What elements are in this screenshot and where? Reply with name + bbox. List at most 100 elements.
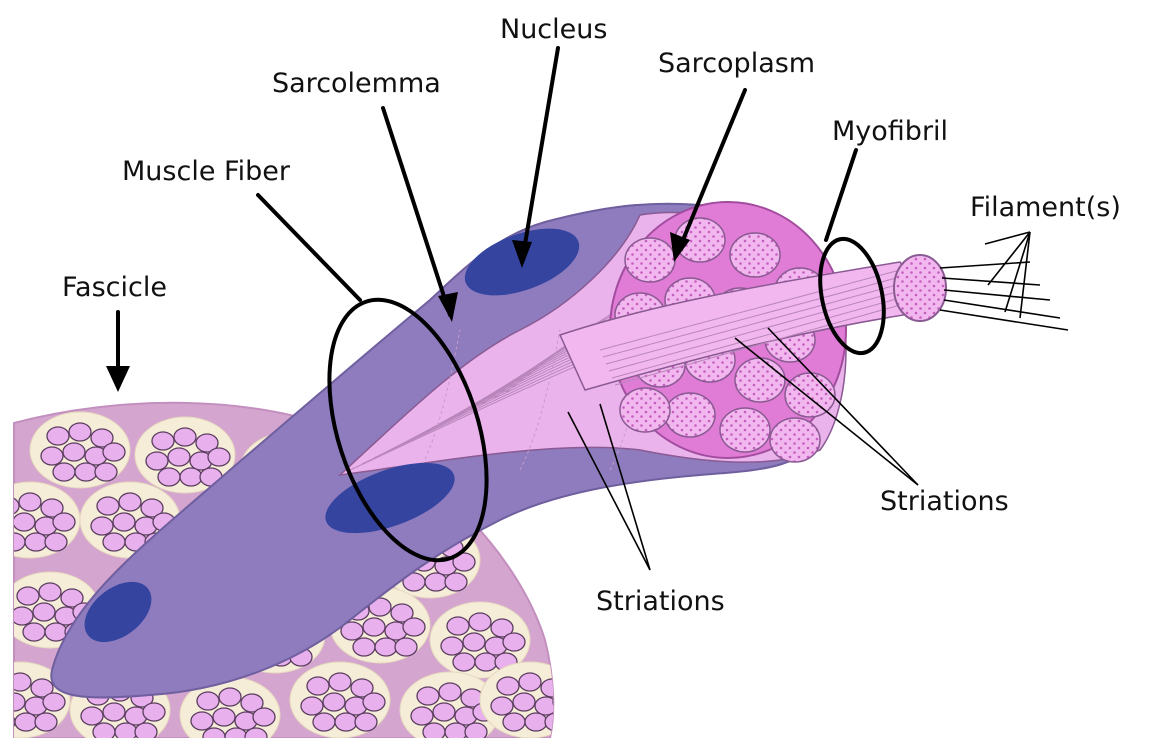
fiber-cell [93, 723, 115, 738]
fiber-cell [168, 448, 190, 466]
fiber-cell [363, 693, 385, 711]
fiber-cell [375, 638, 397, 656]
fiber-cell [180, 468, 202, 486]
myofibril-section [770, 418, 820, 462]
fiber-cell [95, 463, 117, 481]
fiber-bundle [480, 662, 580, 738]
fiber-cell [63, 443, 85, 461]
fiber-cell [219, 688, 241, 706]
fiber-cell [453, 653, 475, 671]
fiber-cell [81, 707, 103, 725]
fiber-cell [25, 533, 47, 551]
fiber-cell [33, 603, 55, 621]
fiber-cell [3, 533, 25, 551]
fiber-cell [513, 693, 535, 711]
fiber-cell [0, 497, 19, 515]
fiber-cell [11, 607, 33, 625]
myofibril-section [720, 408, 770, 452]
fiber-cell [253, 708, 275, 726]
fiber-cell [69, 423, 91, 441]
fiber-cell [353, 638, 375, 656]
label-sarcoplasm: Sarcoplasm [658, 48, 815, 79]
fiber-cell [307, 677, 329, 695]
fiber-cell [47, 427, 69, 445]
fiber-cell [208, 448, 230, 466]
fiber-cell [3, 693, 25, 711]
fiber-cell [0, 677, 9, 695]
fiber-cell [313, 713, 335, 731]
fiber-cell [191, 712, 213, 730]
fiber-cell [13, 513, 35, 531]
filaments [940, 262, 1068, 330]
fiber-cell [91, 517, 113, 535]
fiber-bundle [30, 412, 130, 488]
myofibril-section [665, 393, 715, 437]
fiber-cell [0, 697, 3, 715]
fiber-cell [447, 617, 469, 635]
fiber-cell [39, 583, 61, 601]
label-striations-right: Striations [880, 486, 1009, 517]
fiber-cell [463, 633, 485, 651]
fiber-cell [115, 723, 137, 738]
myofibril-section [620, 388, 670, 432]
fiber-cell [441, 637, 463, 655]
fiber-cell [135, 723, 157, 738]
fiber-cell [445, 723, 467, 738]
fiber-cell [519, 673, 541, 691]
fiber-cell [152, 432, 174, 450]
fiber-cell [355, 713, 377, 731]
fiber-cell [425, 573, 447, 591]
fiber-cell [45, 533, 67, 551]
label-striations-bottom: Striations [596, 586, 725, 617]
fiber-cell [103, 443, 125, 461]
fiber-cell [143, 703, 165, 721]
fiber-cell [119, 493, 141, 511]
fiber-cell [158, 468, 180, 486]
fiber-cell [395, 638, 417, 656]
fiber-cell [146, 452, 168, 470]
fiber-cell [43, 693, 65, 711]
fiber-cell [503, 633, 525, 651]
myofibril-section [785, 373, 835, 417]
fiber-cell [75, 463, 97, 481]
fiber-cell [469, 613, 491, 631]
fiber-cell [411, 707, 433, 725]
fiber-cell [35, 713, 57, 731]
myofibril-end [894, 255, 946, 321]
fiber-cell [103, 533, 125, 551]
fiber-cell [417, 687, 439, 705]
fiber-cell [97, 497, 119, 515]
fiber-cell [363, 618, 385, 636]
label-myofibril: Myofibril [832, 116, 948, 147]
fiber-cell [41, 447, 63, 465]
fiber-cell [541, 679, 563, 697]
myofibril-section [735, 358, 785, 402]
label-fascicle: Fascicle [62, 272, 167, 303]
fiber-cell [0, 517, 13, 535]
fiber-cell [213, 708, 235, 726]
fiber-cell [17, 587, 39, 605]
fiber-cell [113, 513, 135, 531]
fiber-cell [553, 693, 575, 711]
fiber-cell [423, 723, 445, 738]
fiber-cell [15, 713, 37, 731]
fiber-cell [403, 618, 425, 636]
fiber-bundle [290, 662, 390, 738]
label-muscle-fiber: Muscle Fiber [122, 156, 291, 187]
fiber-cell [0, 713, 15, 731]
fiber-cell [329, 673, 351, 691]
fiber-cell [465, 723, 487, 738]
fiber-cell [439, 683, 461, 701]
fiber-cell [445, 573, 467, 591]
fiber-cell [174, 428, 196, 446]
label-filaments: Filament(s) [970, 192, 1121, 223]
fiber-cell [9, 673, 31, 691]
label-sarcolemma: Sarcolemma [272, 68, 441, 99]
fiber-cell [103, 703, 125, 721]
fiber-cell [491, 697, 513, 715]
fiber-cell [433, 703, 455, 721]
fiber-cell [525, 713, 547, 731]
fiber-cell [335, 713, 357, 731]
